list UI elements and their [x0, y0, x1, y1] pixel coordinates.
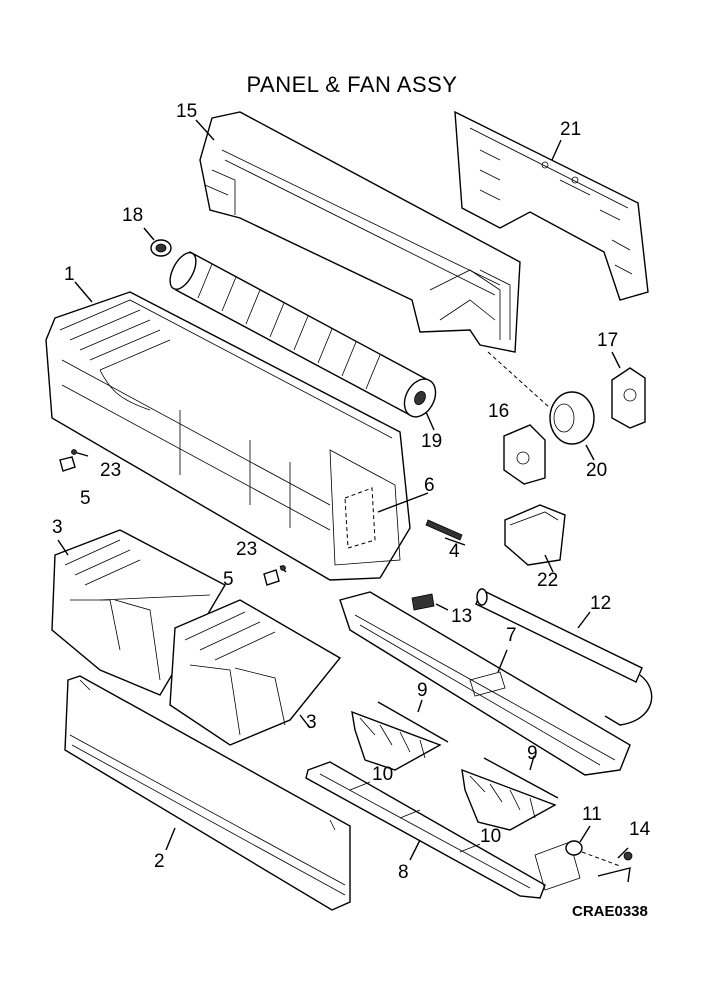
callout-10-lower: 10: [480, 826, 502, 847]
part-2-grille: [64, 675, 351, 911]
callout-17: 17: [597, 330, 619, 351]
part-1-front-panel: [45, 281, 411, 581]
callout-13: 13: [451, 606, 473, 627]
part-8-bottom-frame: [305, 761, 546, 899]
callout-11: 11: [582, 804, 602, 825]
part-12-pipe: [475, 588, 653, 726]
callout-9-lower: 9: [527, 743, 538, 764]
part-9-shaft-lower: [483, 755, 559, 799]
part-9-shaft-upper: [377, 699, 449, 743]
part-7-drain-pan: [339, 591, 631, 776]
callout-5-mid: 5: [223, 569, 234, 590]
part-15-cabinet-frame: [195, 111, 521, 353]
part-14-lead-wire: [581, 847, 633, 883]
callout-19: 19: [421, 431, 443, 452]
callout-1: 1: [64, 264, 75, 285]
callout-23-top: 23: [100, 460, 122, 481]
callout-18: 18: [122, 205, 144, 226]
part-3-filter-right: [169, 599, 342, 746]
part-11-sensor: [534, 825, 591, 891]
callout-15: 15: [176, 101, 198, 122]
part-4-clip: [425, 519, 466, 546]
part-18-bearing: [143, 227, 172, 257]
callout-20: 20: [586, 460, 608, 481]
callout-16: 16: [488, 401, 510, 422]
callout-21: 21: [560, 119, 582, 140]
part-13-fitting: [411, 593, 449, 611]
diagram-title: PANEL & FAN ASSY: [246, 72, 458, 97]
callout-12: 12: [590, 593, 612, 614]
callout-2: 2: [154, 851, 165, 872]
callout-14: 14: [629, 819, 651, 840]
part-19-crossflow-fan: [169, 251, 437, 431]
part-23-screw-top: [59, 449, 89, 472]
part-17-motor-bracket: [611, 351, 646, 429]
part-20-fan-motor: [487, 351, 595, 461]
drawing-code: CRAE0338: [572, 903, 648, 920]
part-10-louvers-upper: [351, 710, 442, 771]
part-16-motor-holder: [503, 424, 546, 485]
callout-3-left: 3: [52, 517, 63, 538]
part-22-bracket: [504, 504, 566, 573]
part-23-screw-mid: [263, 565, 287, 586]
callout-8: 8: [398, 862, 409, 883]
part-21-mounting-plate: [454, 110, 649, 301]
callout-6: 6: [424, 475, 435, 496]
callout-5-top: 5: [80, 488, 91, 509]
callout-22: 22: [537, 570, 559, 591]
callout-23-mid: 23: [236, 539, 258, 560]
callout-3-right: 3: [306, 712, 317, 733]
callout-4: 4: [449, 541, 460, 562]
callout-7: 7: [506, 625, 517, 646]
callout-10-upper: 10: [372, 764, 394, 785]
callout-9-upper: 9: [417, 680, 428, 701]
part-10-louvers-lower: [461, 768, 557, 831]
part-6-inset: [344, 487, 429, 549]
